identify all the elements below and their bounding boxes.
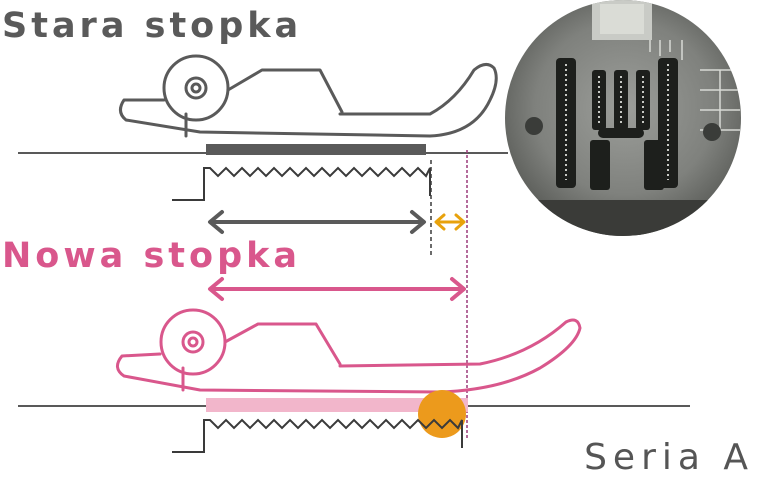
presser-foot-old-icon (119, 54, 498, 138)
old-foot-sole (206, 144, 426, 155)
feed-dogs-new (172, 418, 463, 453)
new-foot-sole (206, 398, 468, 412)
new-foot-title: Nowa stopka (2, 236, 302, 276)
new-length-arrow (208, 277, 466, 301)
old-length-arrow (208, 210, 426, 234)
series-label: Seria A (584, 437, 754, 478)
double-arrow-icon (434, 213, 466, 231)
needle-plate-photo (505, 0, 741, 236)
presser-foot-new-icon (116, 308, 582, 394)
feed-dogs-old (172, 166, 431, 201)
old-foot-title: Stara stopka (2, 6, 303, 46)
highlight-circle-icon (418, 390, 466, 438)
